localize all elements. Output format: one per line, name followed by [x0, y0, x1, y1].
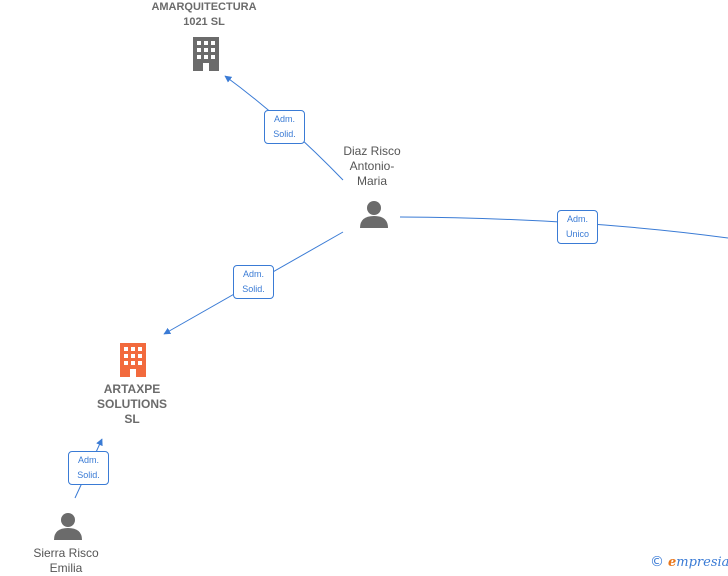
- node-label-line: AMARQUITECTURA: [151, 1, 257, 13]
- brand-name: mpresia: [676, 555, 728, 570]
- node-label-line: Emilia: [49, 561, 83, 575]
- brand-initial: e: [668, 555, 677, 570]
- edge-label-diaz-right[interactable]: Adm. Unico: [557, 210, 598, 244]
- edge-label-diaz-amarquitectura[interactable]: Adm. Solid.: [264, 110, 305, 144]
- node-label-line: SL: [124, 412, 140, 426]
- edge-label-line: Solid.: [273, 129, 296, 139]
- building-icon[interactable]: [117, 343, 149, 377]
- edge-label-line: Adm.: [566, 214, 588, 224]
- edge-label-line: Adm.: [77, 455, 99, 465]
- edge-label-line: Adm.: [273, 114, 295, 124]
- edge-label-diaz-artaxpe[interactable]: Adm. Solid.: [233, 265, 274, 299]
- node-label-line: 1021 SL: [183, 16, 225, 28]
- node-label-line: Diaz Risco: [343, 144, 401, 158]
- building-icon[interactable]: [190, 37, 222, 71]
- node-label-diaz[interactable]: Diaz Risco Antonio- Maria: [322, 144, 422, 189]
- edge-label-line: Solid.: [242, 284, 265, 294]
- node-label-line: Antonio-: [349, 159, 395, 173]
- edge-label-line: Unico: [565, 229, 589, 239]
- brand-watermark: © empresia: [650, 554, 728, 570]
- edge-label-sierra-artaxpe[interactable]: Adm. Solid.: [68, 451, 109, 485]
- node-label-sierra[interactable]: Sierra Risco Emilia: [16, 546, 116, 576]
- node-label-line: Sierra Risco: [33, 546, 99, 560]
- edge-label-line: Solid.: [77, 470, 100, 480]
- node-label-artaxpe[interactable]: ARTAXPE SOLUTIONS SL: [72, 382, 192, 427]
- node-label-line: SOLUTIONS: [96, 397, 167, 411]
- edge-label-line: Adm.: [242, 269, 264, 279]
- person-icon[interactable]: [359, 199, 389, 229]
- copyright-symbol: ©: [650, 554, 664, 570]
- person-icon[interactable]: [53, 511, 83, 541]
- node-label-line: ARTAXPE: [103, 382, 161, 396]
- node-label-line: Maria: [356, 174, 387, 188]
- node-label-amarquitectura[interactable]: AMARQUITECTURA 1021 SL: [140, 0, 268, 30]
